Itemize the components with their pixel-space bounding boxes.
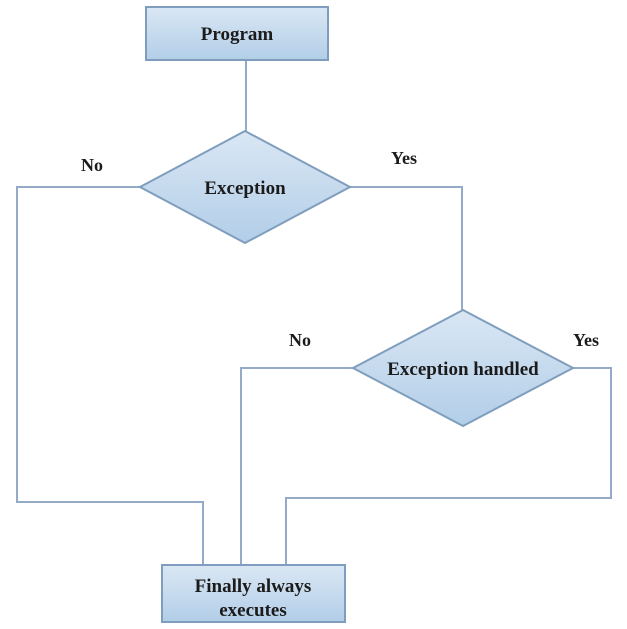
program-node-label: Program (201, 24, 274, 45)
program-node (145, 6, 329, 61)
finally-node-label-line2: executes (219, 600, 287, 621)
finally-node-label-line1: Finally always (195, 576, 312, 597)
exception-handled-decision-node (350, 308, 576, 428)
edge-exception-yes (350, 186, 463, 310)
edge-handled-yes (285, 367, 612, 565)
exception-node-label: Exception (204, 178, 286, 199)
exception-handled-node-label: Exception handled (387, 359, 539, 380)
exception-no-edge-label: No (81, 155, 103, 175)
finally-node (161, 564, 346, 623)
edge-exception-no (16, 186, 204, 565)
exception-decision-node (137, 129, 353, 245)
handled-no-edge-label: No (289, 330, 311, 350)
handled-yes-edge-label: Yes (573, 330, 599, 350)
exception-yes-edge-label: Yes (391, 148, 417, 168)
edge-handled-no (240, 367, 353, 565)
